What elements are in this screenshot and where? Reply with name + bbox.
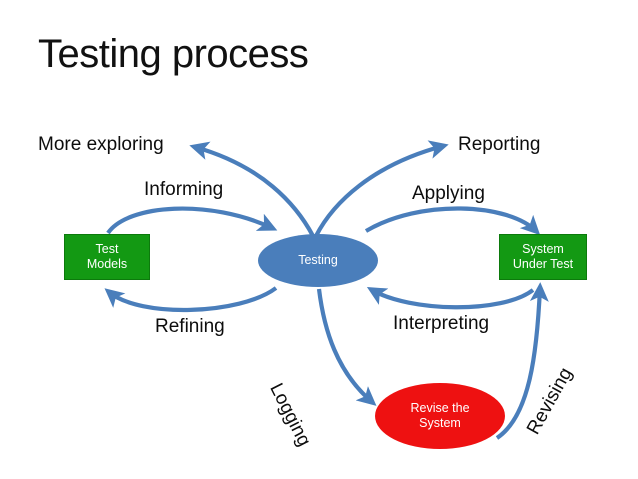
arrow-more-exploring (189, 141, 315, 237)
edge-label-interpreting: Interpreting (393, 313, 490, 334)
arrow-informing (106, 206, 278, 235)
edge-label-reporting: Reporting (458, 134, 541, 155)
page-title: Testing process (38, 32, 309, 76)
arrow-interpreting (366, 287, 535, 310)
node-system-under-test-label: System Under Test (512, 241, 574, 271)
edge-label-refining: Refining (155, 316, 225, 337)
node-revise-the-system-label: Revise the System (410, 400, 470, 430)
arrow-revising (495, 282, 549, 440)
arrow-refining (104, 286, 278, 312)
node-revise-the-system[interactable]: Revise the System (375, 383, 505, 449)
node-test-models-label: Test Models (86, 241, 128, 271)
node-system-under-test[interactable]: System Under Test (499, 234, 587, 280)
node-testing[interactable]: Testing (258, 234, 378, 287)
arrow-reporting (314, 140, 449, 237)
node-test-models[interactable]: Test Models (64, 234, 150, 280)
edge-label-applying: Applying (412, 183, 485, 204)
edge-label-more-exploring: More exploring (38, 134, 164, 155)
arrow-logging (316, 288, 377, 406)
edge-label-informing: Informing (144, 179, 224, 200)
arrow-applying (364, 206, 541, 236)
node-testing-label: Testing (298, 252, 338, 267)
